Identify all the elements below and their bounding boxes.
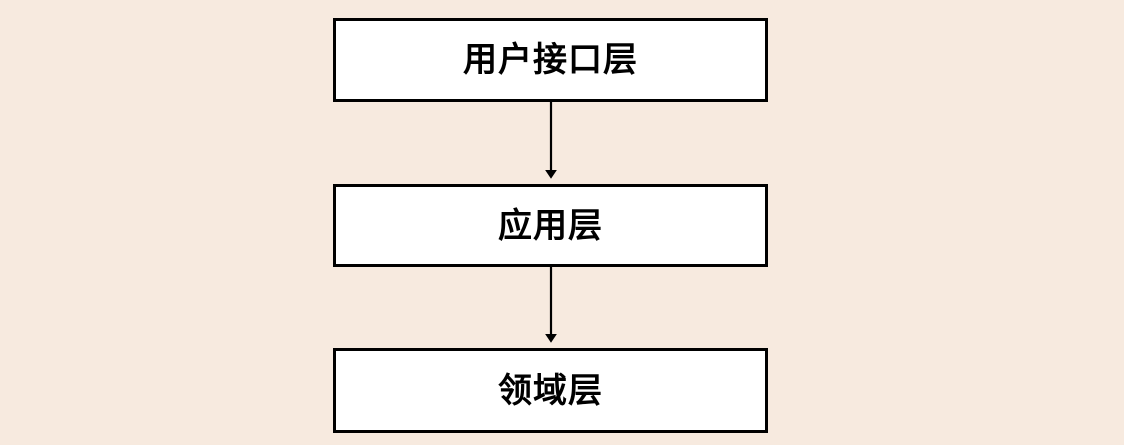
node-user-interface-layer[interactable]: 用户接口层 [333, 18, 768, 102]
node-label: 用户接口层 [463, 40, 638, 80]
node-domain-layer[interactable]: 领域层 [333, 348, 768, 433]
node-label: 应用层 [498, 205, 603, 246]
node-application-layer[interactable]: 应用层 [333, 184, 768, 267]
node-label: 领域层 [498, 370, 603, 411]
